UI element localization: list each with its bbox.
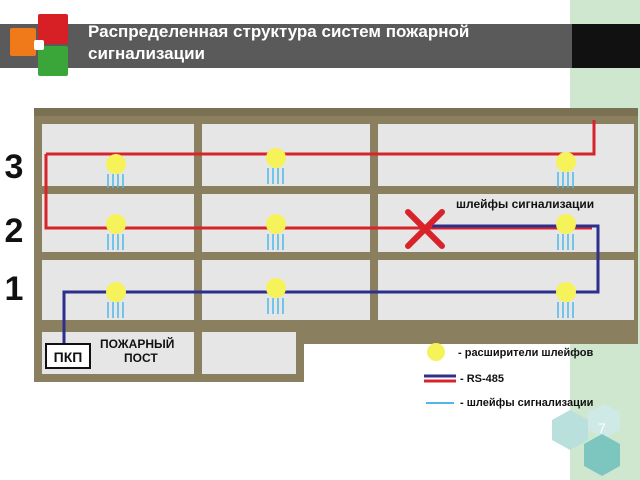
room: [378, 260, 634, 320]
logo-red-square: [38, 14, 68, 44]
legend-rs485-label: - RS-485: [460, 373, 504, 385]
expander-icon: [106, 282, 126, 318]
control-panel-box: [45, 343, 91, 369]
expander-icon: [266, 278, 286, 314]
fire-alarm-diagram: 3 2 1 шлейфы си: [5, 108, 638, 409]
hexagon-shape: [588, 404, 620, 438]
floor-label: 2: [5, 212, 24, 250]
hexagon-shape: [552, 410, 588, 450]
expander-icon: [556, 152, 576, 188]
hexagon-decoration: [552, 404, 620, 476]
floor-label: 3: [5, 148, 24, 186]
expander-icon: [106, 154, 126, 188]
logo-green-square: [38, 46, 68, 76]
expander-icon: [106, 214, 126, 250]
expander-icon: [556, 282, 576, 318]
legend-expanders-label: - расширители шлейфов: [458, 347, 593, 359]
loops-label: шлейфы сигнализации: [456, 197, 594, 211]
red-line-upper: [46, 120, 596, 156]
fire-post-label: ПОСТ: [124, 351, 158, 365]
floor-label: 1: [5, 270, 24, 308]
title-bar: [0, 24, 640, 68]
red-line-lower: [44, 154, 592, 230]
expander-icon: [266, 148, 286, 184]
logo-orange-square: [10, 28, 36, 56]
fire-post-label: ПОЖАРНЫЙ: [100, 336, 174, 351]
logo-icon: [10, 14, 72, 76]
ground-floor-wall: [296, 324, 304, 380]
legend-loops-label: - шлейфы сигнализации: [460, 397, 593, 409]
break-cross-icon: [405, 209, 445, 249]
title-bar-background: [0, 24, 572, 68]
expander-icon: [266, 214, 286, 250]
rs485-line: [62, 224, 600, 344]
slide-title: Распределенная структура систем пожарной…: [88, 22, 470, 63]
ground-floor-base: [34, 374, 304, 382]
control-panel-label: ПКП: [54, 349, 83, 365]
room: [202, 194, 370, 252]
ground-floor-wall: [194, 324, 202, 380]
hexagon-shape: [584, 434, 620, 476]
ground-floor-beam: [34, 324, 304, 332]
expander-icon: [556, 214, 576, 250]
logo-center: [34, 40, 44, 50]
ground-floor-wall: [34, 324, 42, 380]
building-roof: [34, 108, 638, 116]
room: [202, 328, 296, 374]
legend-expander-icon: [427, 343, 445, 361]
page-number: 7: [598, 420, 606, 436]
room: [202, 260, 370, 320]
